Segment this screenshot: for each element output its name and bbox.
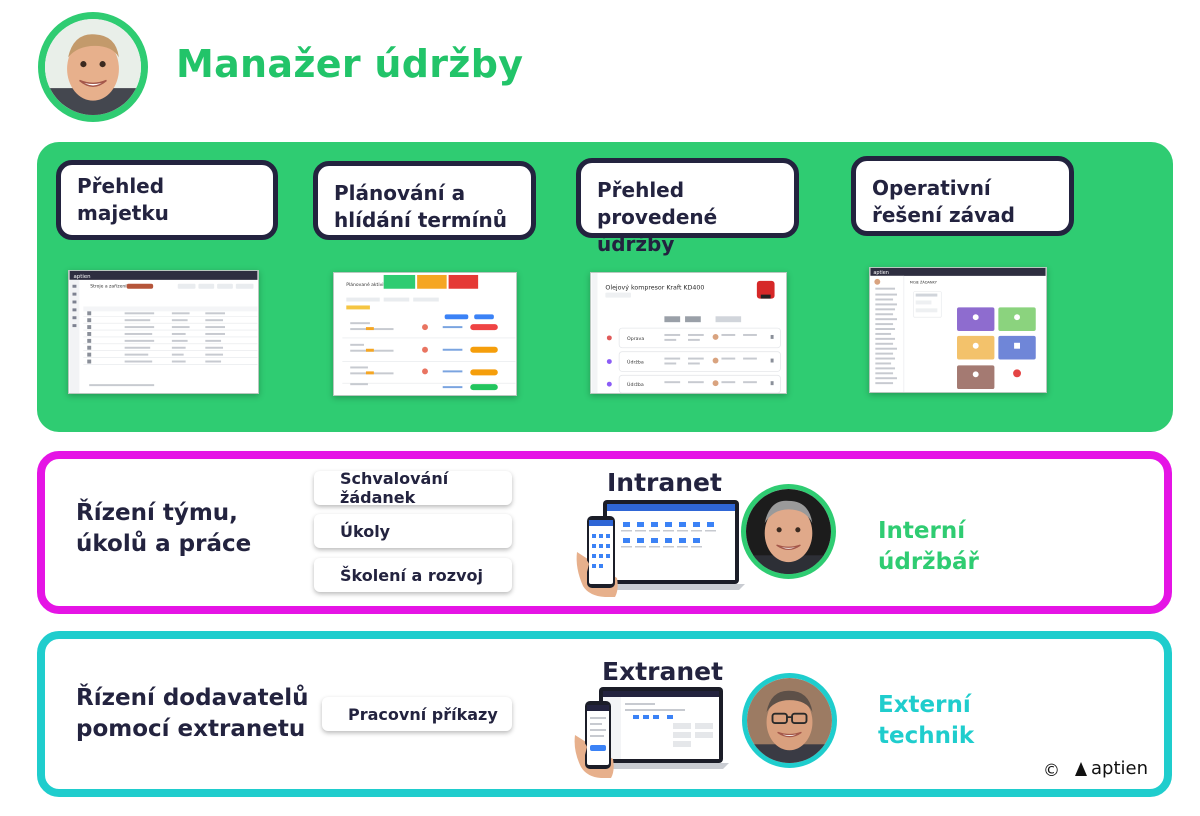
screenshot-planning: Plánované aktivity: [333, 272, 517, 396]
extranet-title: Extranet: [602, 657, 724, 686]
screenshot-heading: Plánované aktivity: [346, 281, 388, 288]
feature-card-label: Přehled majetku: [77, 174, 169, 225]
feature-card-planning: Plánování a hlídání termínů: [313, 161, 536, 240]
screenshot-heading: Olejový kompresor Kraft KD400: [605, 284, 704, 292]
feature-card-maintenance-history: Přehled provedené údržby: [576, 158, 799, 256]
feature-card-label: Přehled provedené údržby: [597, 178, 718, 256]
feature-card-asset-overview: Přehled majetku: [56, 160, 278, 240]
screenshot-brand: aptien: [873, 270, 889, 276]
chip-label: Schvalování žádanek: [340, 469, 449, 507]
supplier-section-title: Řízení dodavatelů pomocí extranetu: [76, 685, 309, 742]
chip-label: Pracovní příkazy: [348, 704, 498, 724]
manager-avatar: [38, 12, 148, 122]
screenshot-heading: Stroje a zařízení: [90, 283, 127, 290]
feature-card-fault-resolution: Operativní řešení závad: [851, 156, 1074, 236]
team-section-title: Řízení týmu, úkolů a práce: [76, 500, 252, 557]
chip-tasks: Úkoly: [314, 514, 512, 548]
feature-card-label: Plánování a hlídání termínů: [334, 181, 507, 232]
chip-label: Úkoly: [340, 521, 391, 541]
aptien-brand-name: aptien: [1091, 758, 1148, 779]
screenshot-asset-list: aptien Stroje a zařízení: [68, 270, 259, 394]
aptien-logo-icon: [1075, 761, 1087, 776]
screenshot-brand: aptien: [73, 274, 90, 280]
page-title: Manažer údržby: [176, 42, 524, 86]
intranet-devices-illustration: [575, 498, 745, 598]
feature-card-label: Operativní řešení závad: [872, 176, 1015, 227]
screenshot-maintenance-history: Olejový kompresor Kraft KD400 Oprava Údr…: [590, 272, 787, 394]
maintenance-row-label: Oprava: [627, 336, 644, 342]
external-technician-label: Externí technik: [878, 692, 975, 749]
screenshot-heading: MOJE ŽÁDANKY: [910, 280, 938, 285]
intranet-title: Intranet: [607, 468, 722, 497]
internal-technician-avatar: [741, 484, 836, 579]
chip-label: Školení a rozvoj: [340, 565, 483, 585]
chip-work-orders: Pracovní příkazy: [322, 697, 512, 731]
maintenance-row-label: Údržba: [627, 358, 644, 365]
aptien-logo: aptien: [1074, 758, 1148, 779]
extranet-devices-illustration: [573, 685, 729, 779]
external-technician-avatar: [742, 673, 837, 768]
screenshot-fault-requests: aptien MOJE ŽÁDANKY: [869, 267, 1047, 393]
chip-training: Školení a rozvoj: [314, 558, 512, 592]
chip-request-approval: Schvalování žádanek: [314, 469, 512, 507]
internal-technician-label: Interní údržbář: [878, 518, 979, 575]
copyright-symbol: ©: [1043, 761, 1060, 781]
maintenance-row-label: Údržba: [627, 381, 644, 388]
